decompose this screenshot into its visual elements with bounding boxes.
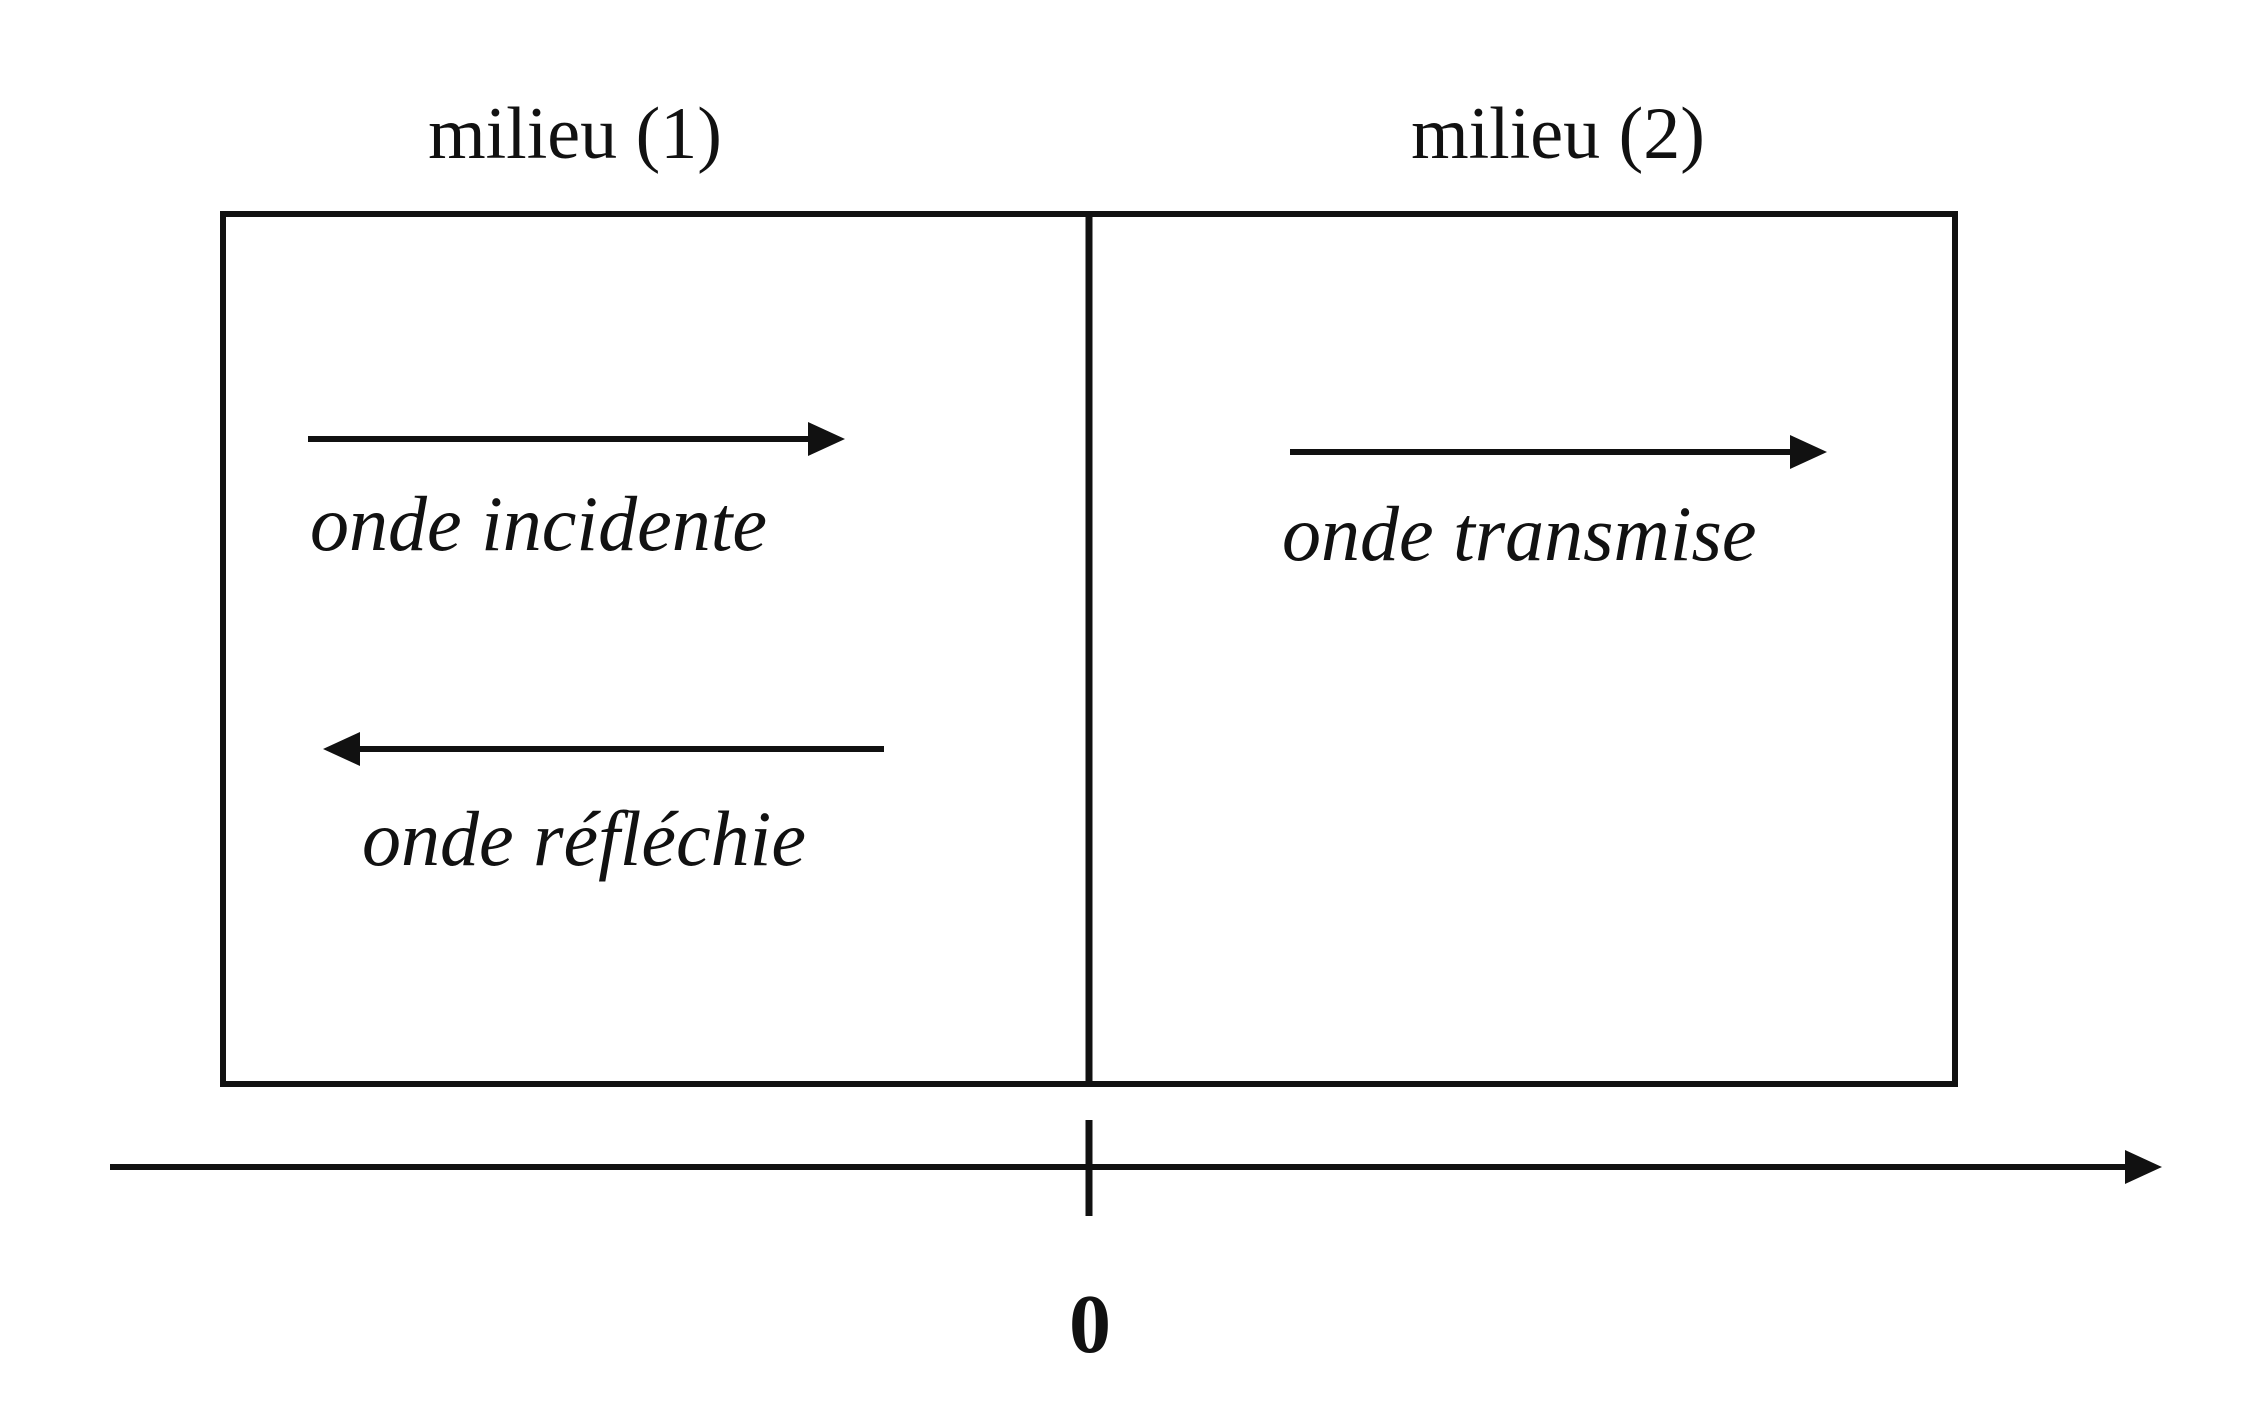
medium-2-box [1086,211,1958,1087]
incident-wave-label: onde incidente [310,480,767,567]
reflected-wave-label: onde réfléchie [362,795,806,882]
reflected-wave-arrow [323,732,884,766]
x-axis [110,1150,2162,1184]
incident-wave-arrow [308,422,845,456]
transmitted-wave-arrow [1290,435,1827,469]
origin-label: 0 [1069,1278,1111,1371]
medium-2-label: milieu (2) [1411,93,1705,175]
medium-1-box [220,211,1092,1087]
transmitted-wave-label: onde transmise [1282,490,1756,577]
medium-1-label: milieu (1) [428,93,722,175]
